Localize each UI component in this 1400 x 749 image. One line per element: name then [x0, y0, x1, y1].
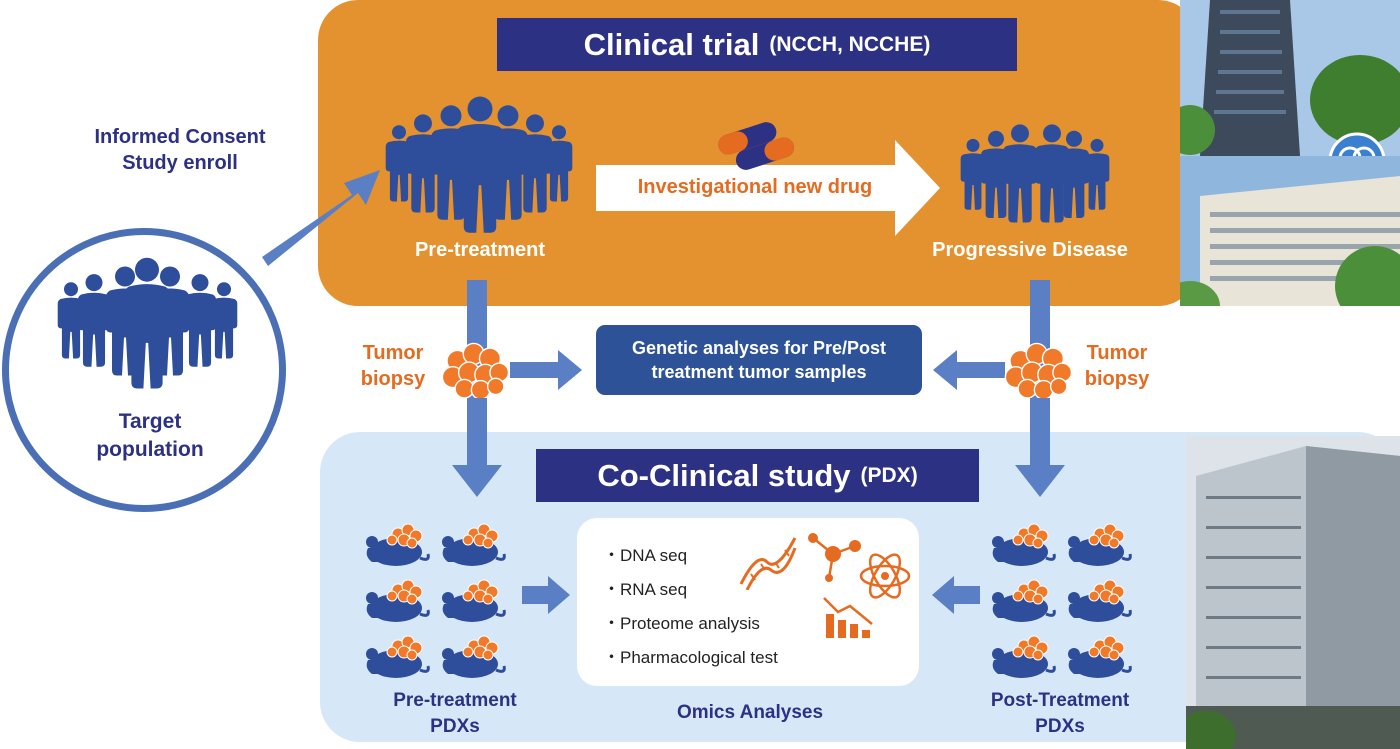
pre-pdx-mice-icon: [364, 522, 506, 678]
clinical-trial-title-sub: (NCCH, NCCHE): [769, 32, 931, 56]
research-building-photo: [1186, 436, 1400, 749]
molecule-icon: [808, 533, 861, 582]
co-clinical-title-sub: (PDX): [860, 463, 918, 487]
pre-pdx-line2: PDXs: [430, 716, 480, 737]
drug-arrow: [596, 140, 940, 236]
consent-label: Informed Consent Study enroll: [50, 124, 310, 176]
target-line1: Target: [118, 410, 182, 433]
tumor-biopsy-left-label: Tumor biopsy: [348, 340, 438, 392]
omics-item-proteome: ・Proteome analysis: [603, 614, 760, 633]
progressive-people-icon: [960, 124, 1110, 223]
post-pdx-line2: PDXs: [1035, 716, 1085, 737]
omics-label: Omics Analyses: [676, 702, 824, 723]
omics-item-rna: ・RNA seq: [603, 580, 688, 599]
genetic-line2: treatment tumor samples: [651, 362, 867, 382]
target-line2: population: [96, 438, 204, 461]
genetic-line1: Genetic analyses for Pre/Post: [631, 338, 887, 358]
omics-box: ・DNA seq ・RNA seq ・Proteome analysis ・Ph…: [577, 518, 919, 686]
co-clinical-title-main: Co-Clinical study: [597, 457, 851, 493]
right-to-genetic-arrow: [933, 350, 1005, 390]
post-pdx-to-omics-arrow: [932, 576, 980, 614]
post-pdx-label: Post-Treatment PDXs: [970, 688, 1150, 740]
clinical-trial-title: Clinical trial (NCCH, NCCHE): [497, 18, 1017, 71]
pre-treatment-label: Pre-treatment: [414, 239, 546, 261]
omics-item-pharmacological: ・Pharmacological test: [603, 648, 778, 667]
enroll-arrow: [262, 170, 380, 266]
left-to-genetic-arrow: [510, 350, 582, 390]
post-pdx-mice-icon: [990, 522, 1132, 678]
pre-pdx-to-omics-arrow: [522, 576, 570, 614]
dna-icon: [739, 537, 797, 590]
pre-treatment-people-icon: [385, 96, 573, 233]
target-population-people-icon: [57, 257, 238, 389]
pre-pdx-line1: Pre-treatment: [393, 690, 517, 711]
post-pdx-line1: Post-Treatment: [990, 690, 1130, 711]
tumor-biopsy-left-line1: Tumor: [362, 342, 424, 364]
tumor-biopsy-right-line2: biopsy: [1084, 368, 1150, 390]
hospital-photo-bottom: [1180, 156, 1400, 306]
target-population-label: Target population: [40, 408, 260, 464]
consent-line2: Study enroll: [122, 152, 238, 174]
consent-line1: Informed Consent: [94, 126, 266, 148]
tumor-cells-right-icon: [1004, 342, 1073, 398]
pill-icon: [718, 122, 794, 170]
clinical-trial-title-main: Clinical trial: [583, 26, 760, 62]
tumor-biopsy-right-label: Tumor biopsy: [1072, 340, 1162, 392]
hospital-photo-top: [1180, 0, 1400, 156]
pre-pdx-label: Pre-treatment PDXs: [370, 688, 540, 740]
progressive-label: Progressive Disease: [932, 239, 1128, 261]
co-clinical-title: Co-Clinical study (PDX): [536, 449, 979, 502]
tumor-biopsy-left-line2: biopsy: [360, 368, 426, 390]
tumor-cells-left-icon: [441, 342, 510, 398]
omics-item-dna: ・DNA seq: [603, 546, 688, 565]
drug-label: Investigational new drug: [637, 176, 873, 198]
atom-icon: [859, 553, 911, 599]
bar-chart-icon: [823, 597, 873, 638]
genetic-analyses-box: Genetic analyses for Pre/Post treatment …: [596, 325, 922, 395]
tumor-biopsy-right-line1: Tumor: [1086, 342, 1148, 364]
